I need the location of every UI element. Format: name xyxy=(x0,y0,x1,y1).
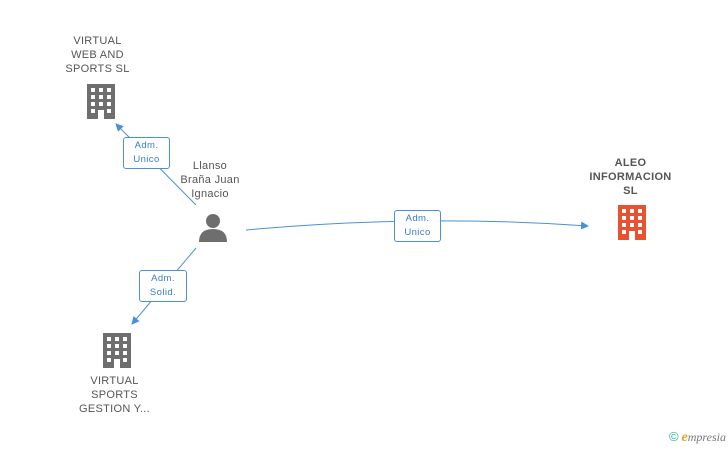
edge-label-adm-solid[interactable]: Adm. Solid. xyxy=(139,270,187,302)
brand-e: e xyxy=(681,430,688,445)
person-icon[interactable] xyxy=(198,212,228,242)
label-line: Llanso xyxy=(192,160,228,172)
building-icon[interactable] xyxy=(101,333,133,369)
node-label-person[interactable]: Llanso Braña Juan Ignacio xyxy=(165,159,255,201)
label-line: Ignacio xyxy=(191,188,229,200)
edge-label-line: Adm. xyxy=(405,213,430,224)
label-line: VIRTUAL xyxy=(73,35,122,47)
label-line: SL xyxy=(623,185,638,197)
edge-label-adm-unico-aleo[interactable]: Adm. Unico xyxy=(394,210,441,242)
label-line: GESTION Y... xyxy=(78,403,151,415)
edge-label-line: Unico xyxy=(404,227,431,238)
label-line: ALEO xyxy=(614,157,647,169)
label-line: WEB AND xyxy=(71,49,124,61)
label-line: Braña Juan xyxy=(180,174,240,186)
copyright-symbol: © xyxy=(668,429,679,444)
building-icon[interactable] xyxy=(616,205,648,241)
edge-label-line: Unico xyxy=(133,154,160,165)
label-line: VIRTUAL xyxy=(90,375,139,387)
node-label-virtual-web[interactable]: VIRTUAL WEB AND SPORTS SL xyxy=(50,34,145,76)
label-line: SPORTS SL xyxy=(65,63,130,75)
edge-label-line: Adm. xyxy=(151,273,175,284)
edge-label-line: Adm. xyxy=(134,140,159,151)
edge-label-line: Solid. xyxy=(149,287,177,298)
building-icon[interactable] xyxy=(85,84,117,120)
label-line: INFORMACION xyxy=(589,171,672,183)
node-label-virtual-sports[interactable]: VIRTUAL SPORTS GESTION Y... xyxy=(67,374,162,416)
label-line: SPORTS xyxy=(91,389,138,401)
edge-label-adm-unico-web[interactable]: Adm. Unico xyxy=(123,137,170,169)
brand-logo[interactable]: © empresia xyxy=(669,429,726,446)
brand-name: mpresia xyxy=(687,430,726,444)
node-label-aleo[interactable]: ALEO INFORMACION SL xyxy=(578,156,683,198)
